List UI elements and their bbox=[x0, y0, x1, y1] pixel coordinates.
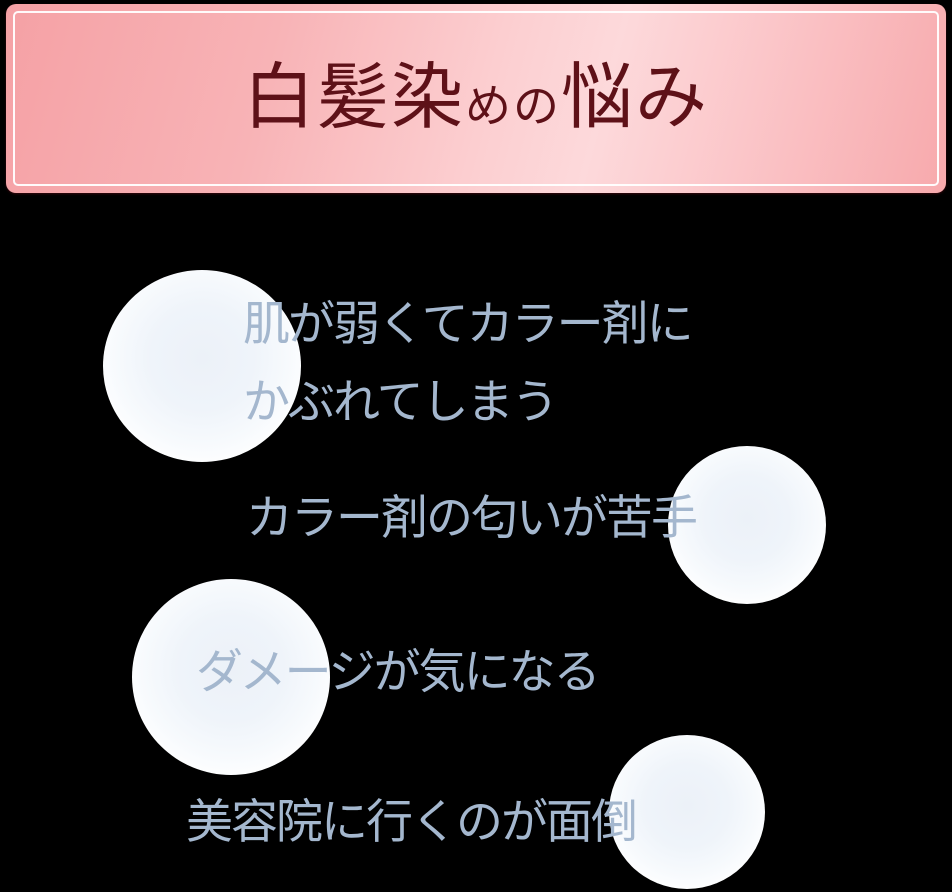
worry-item-damage: ダメージが気になる bbox=[196, 645, 601, 700]
worry-text-line: カラー剤の匂いが苦手 bbox=[246, 491, 698, 546]
worry-text-line: 肌が弱くてカラー剤に bbox=[243, 297, 694, 352]
title-banner: 白髪染めの悩み bbox=[6, 4, 946, 193]
worry-item-skin-irritation: 肌が弱くてカラー剤に かぶれてしまう bbox=[243, 286, 694, 442]
banner-inner-border: 白髪染めの悩み bbox=[13, 11, 939, 186]
bubble-decoration-1 bbox=[103, 270, 301, 462]
page-title: 白髪染めの悩み bbox=[243, 61, 709, 137]
title-segment-small: めの bbox=[465, 78, 561, 133]
bubble-decoration-3 bbox=[132, 579, 330, 775]
worry-item-salon-hassle: 美容院に行くのが面倒 bbox=[186, 795, 638, 850]
worry-text-line: ダメージが気になる bbox=[196, 645, 601, 700]
title-segment-large-2: 悩み bbox=[561, 54, 710, 139]
worry-item-smell: カラー剤の匂いが苦手 bbox=[246, 491, 698, 546]
bubble-decoration-2 bbox=[668, 446, 826, 604]
bubble-decoration-4 bbox=[609, 735, 765, 889]
worry-text-line: 美容院に行くのが面倒 bbox=[186, 795, 638, 850]
title-segment-large-1: 白髪染 bbox=[242, 54, 465, 139]
worry-text-line: かぶれてしまう bbox=[243, 375, 559, 430]
